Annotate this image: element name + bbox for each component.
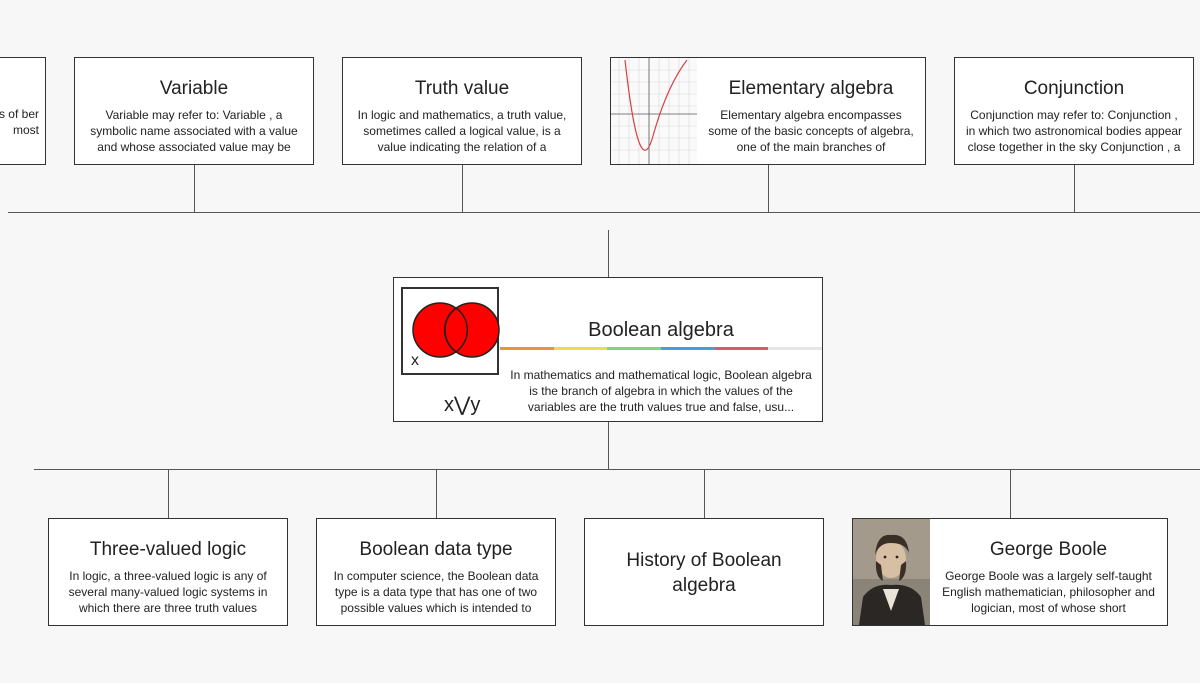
- node-title: Boolean algebra: [588, 319, 734, 341]
- connector-truth-value: [462, 165, 463, 212]
- node-title: Conjunction: [1023, 78, 1125, 99]
- node-title: Truth value: [414, 78, 510, 99]
- node-desc: Elementary algebra encompasses some of t…: [708, 108, 914, 154]
- node-title: Variable: [159, 78, 229, 99]
- connector-conjunction: [1074, 165, 1075, 212]
- connector-elementary-algebra: [768, 165, 769, 212]
- rainbow-segment: [607, 347, 662, 350]
- node-desc: In mathematics and mathematical logic, B…: [510, 368, 812, 414]
- connector-center-top: [608, 230, 609, 277]
- node-desc: In computer science, the Boolean data ty…: [333, 569, 539, 615]
- node-history-of-boolean-algebra[interactable]: History of Boolean algebra: [584, 518, 824, 626]
- connector-center-bottom: [608, 422, 609, 469]
- node-title: History of Boolean algebra: [626, 550, 782, 596]
- connector-george-boole: [1010, 469, 1011, 518]
- connector-three-valued: [168, 469, 169, 518]
- node-title: George Boole: [989, 539, 1108, 560]
- venn-caption: x⋁y: [444, 394, 481, 416]
- node-conjunction[interactable]: Conjunction Conjunction may refer to: Co…: [954, 57, 1194, 165]
- node-desc: Variable may refer to: Variable , a symb…: [90, 108, 298, 154]
- node-desc: s of ber most: [0, 107, 39, 137]
- rainbow-segment: [714, 347, 769, 350]
- connector-boolean-data-type: [436, 469, 437, 518]
- node-partial-left[interactable]: s of ber most: [0, 57, 46, 165]
- node-george-boole[interactable]: George Boole George Boole was a largely …: [852, 518, 1168, 626]
- top-connector-bar: [8, 212, 1200, 213]
- rainbow-divider: [500, 347, 822, 350]
- node-desc: George Boole was a largely self-taught E…: [942, 569, 1155, 615]
- portrait-image: [853, 519, 930, 625]
- node-variable[interactable]: Variable Variable may refer to: Variable…: [74, 57, 314, 165]
- rainbow-segment: [768, 347, 822, 350]
- node-elementary-algebra[interactable]: Elementary algebra Elementary algebra en…: [610, 57, 926, 165]
- rainbow-segment: [500, 347, 554, 350]
- rainbow-segment: [553, 347, 608, 350]
- node-truth-value[interactable]: Truth value In logic and mathematics, a …: [342, 57, 582, 165]
- rainbow-segment: [661, 347, 715, 350]
- node-desc: In logic and mathematics, a truth value,…: [357, 108, 567, 154]
- venn-diagram-image: x x⋁y: [400, 286, 500, 418]
- node-title: Boolean data type: [359, 539, 513, 560]
- node-desc: Conjunction may refer to: Conjunction , …: [965, 108, 1183, 154]
- connector-history: [704, 469, 705, 518]
- venn-x-label: x: [411, 352, 419, 369]
- bottom-connector-bar: [34, 469, 1200, 470]
- node-boolean-algebra[interactable]: x x⋁y Boolean algebra In mathematics and…: [393, 277, 823, 422]
- node-desc: In logic, a three-valued logic is any of…: [68, 569, 268, 615]
- parabola-graph-image: [611, 58, 697, 164]
- connector-variable: [194, 165, 195, 212]
- node-boolean-data-type[interactable]: Boolean data type In computer science, t…: [316, 518, 556, 626]
- node-title: Elementary algebra: [728, 78, 894, 99]
- node-three-valued-logic[interactable]: Three-valued logic In logic, a three-val…: [48, 518, 288, 626]
- node-title: Three-valued logic: [89, 539, 247, 560]
